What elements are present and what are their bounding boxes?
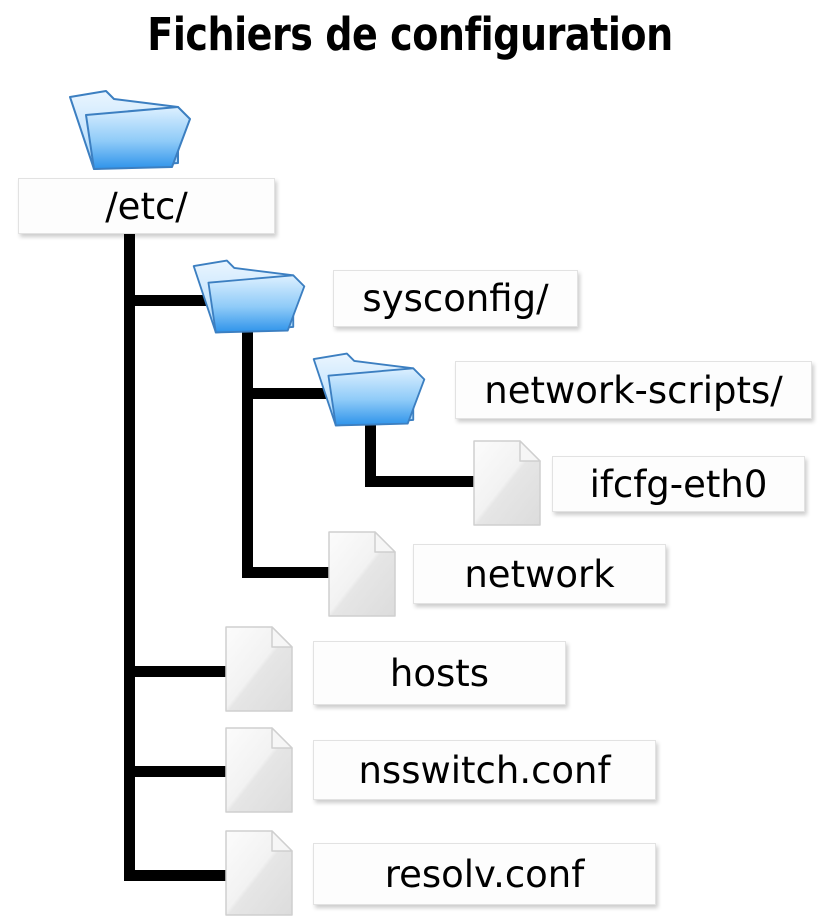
node-label-text: nsswitch.conf [358,748,611,792]
node-label-text: /etc/ [105,184,188,228]
node-label-text: hosts [389,651,490,695]
page-title: Fichiers de configuration [147,8,673,61]
node-label-resolv-conf[interactable]: resolv.conf [313,843,656,905]
node-label-ifcfg-eth0[interactable]: ifcfg-eth0 [552,456,805,512]
connector-sysconfig-to-networkscripts [242,388,352,399]
file-icon [224,726,294,814]
connector-trunk-networkscripts [365,420,376,487]
connector-trunk-sysconfig [242,325,253,578]
node-label-network-scripts[interactable]: network-scripts/ [455,361,812,419]
node-label-text: ifcfg-eth0 [589,462,768,506]
node-label-hosts[interactable]: hosts [313,641,566,705]
file-icon [327,530,397,618]
node-label-sysconfig[interactable]: sysconfig/ [333,270,578,327]
file-icon [472,439,542,527]
connector-etc-to-nsswitch [124,766,234,777]
connector-trunk-root [124,233,135,881]
connector-sysconfig-to-network [242,567,347,578]
node-label-nsswitch-conf[interactable]: nsswitch.conf [313,740,656,800]
folder-open-icon [310,348,428,431]
connector-etc-to-resolv [124,870,234,881]
node-label-text: sysconfig/ [362,277,549,320]
node-label-text: network-scripts/ [484,368,783,412]
connector-networkscripts-to-ifcfg [365,476,477,487]
file-icon [224,625,294,713]
connector-etc-to-hosts [124,666,234,677]
node-label-text: resolv.conf [384,852,585,896]
node-label-network[interactable]: network [413,544,666,604]
folder-open-icon [190,255,308,338]
folder-open-icon [66,85,194,175]
connector-etc-to-sysconfig [124,295,239,306]
file-icon [224,829,294,917]
node-label-text: network [464,552,615,596]
node-label-etc[interactable]: /etc/ [18,178,275,234]
